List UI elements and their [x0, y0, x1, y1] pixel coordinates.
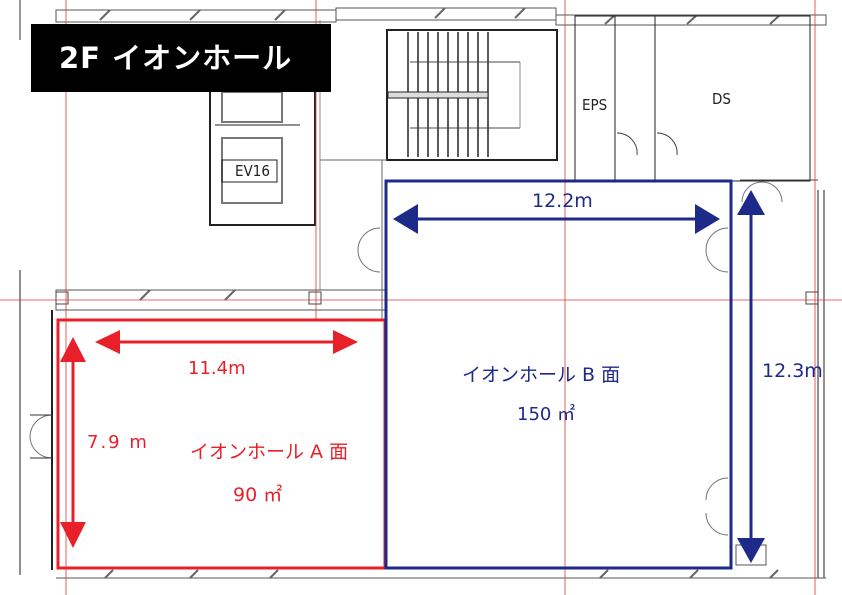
room-label-eps: EPS: [582, 96, 608, 114]
hall-a-depth-label: 7.9 m: [87, 432, 149, 453]
hall-a-area: 90 ㎡: [233, 484, 283, 506]
hall-a-width-label: 11.4m: [188, 358, 246, 379]
hall-b-area: 150 ㎡: [517, 404, 576, 425]
hall-a-name: イオンホール A 面: [190, 441, 349, 463]
architectural-walls: [19, 0, 827, 579]
hall-a-outline: [56, 318, 387, 570]
hall-b-width-label: 12.2m: [532, 190, 593, 212]
hall-b-depth-label: 12.3m: [762, 360, 823, 382]
hall-b-name: イオンホール B 面: [462, 364, 621, 386]
hall-b-outline: [384, 179, 765, 570]
room-label-ev16: EV16: [235, 162, 270, 180]
page-title: 2F イオンホール: [31, 24, 331, 92]
room-label-ds: DS: [712, 90, 731, 108]
